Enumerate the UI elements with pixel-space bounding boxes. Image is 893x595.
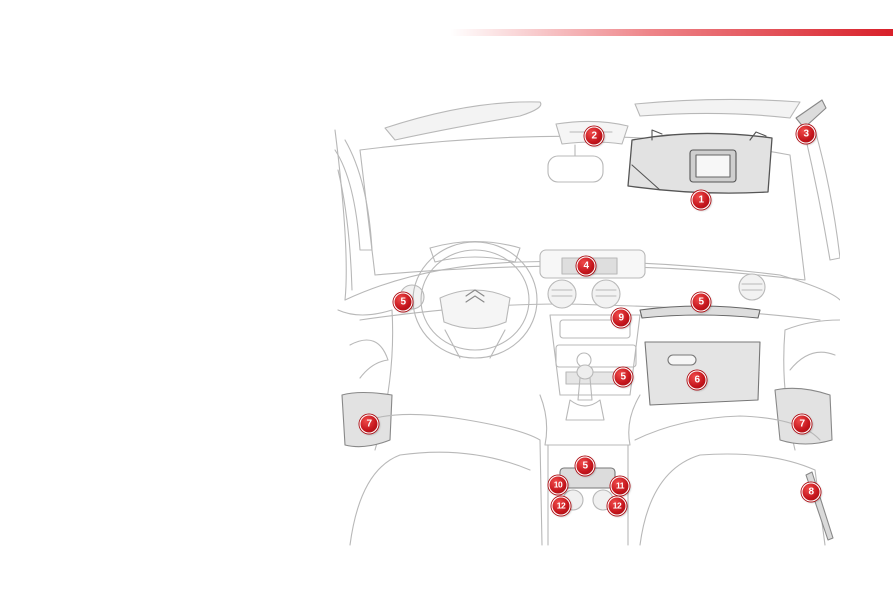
marker-seatbelt: 8 [801, 482, 821, 502]
marker-centre-stack-storage: 5 [613, 367, 633, 387]
marker-12-right: 12 [607, 496, 627, 516]
marker-grab-handle: 3 [796, 124, 816, 144]
marker-glovebox: 6 [687, 370, 707, 390]
header-accent-bar [450, 29, 893, 36]
marker-ceiling-console: 2 [584, 126, 604, 146]
marker-dash-storage-strip: 5 [691, 292, 711, 312]
car-interior-drawing [334, 98, 841, 546]
marker-left-dash-storage: 5 [393, 292, 413, 312]
marker-socket: 9 [611, 308, 631, 328]
marker-12-left: 12 [551, 496, 571, 516]
marker-console-storage: 5 [575, 456, 595, 476]
marker-10: 10 [548, 475, 568, 495]
car-interior-diagram: 1 2 3 4 5 5 5 5 6 7 7 8 9 10 11 12 12 [330, 96, 841, 546]
marker-central-screen: 4 [576, 256, 596, 276]
marker-11: 11 [610, 476, 630, 496]
marker-sun-visor: 1 [691, 190, 711, 210]
marker-right-door-pocket: 7 [792, 414, 812, 434]
marker-left-door-pocket: 7 [359, 414, 379, 434]
